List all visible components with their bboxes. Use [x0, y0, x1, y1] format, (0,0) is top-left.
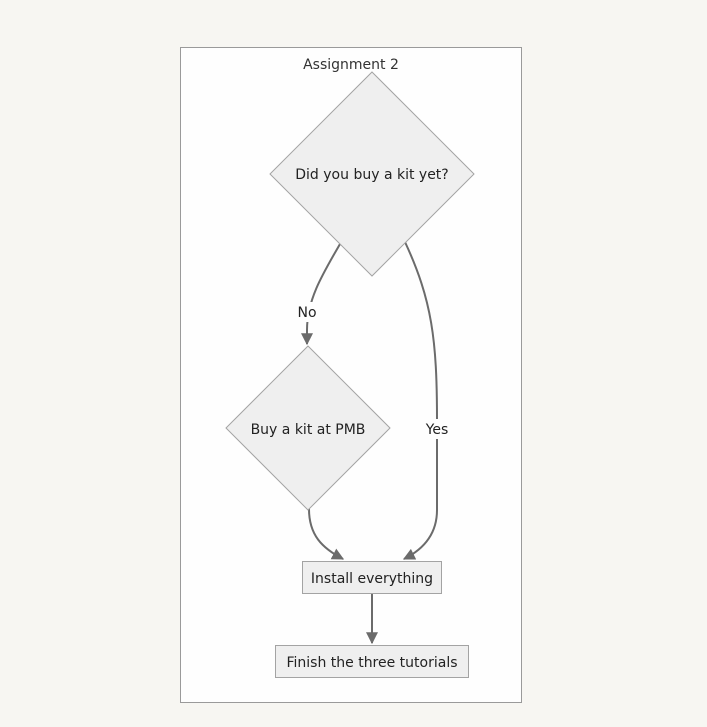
decision-diamond — [225, 345, 391, 511]
process-box — [302, 561, 442, 594]
node-kit-question: Did you buy a kit yet? — [269, 71, 475, 277]
edge-kit-question-to-install — [402, 241, 438, 560]
edge-kit-question-to-buy-kit — [301, 243, 341, 346]
node-buy-kit-label: Buy a kit at PMB — [251, 422, 366, 438]
edge-buy-kit-to-install — [308, 508, 345, 560]
edge-label-no-text: No — [297, 305, 316, 321]
process-box — [275, 645, 469, 678]
edge-label-yes: Yes — [422, 419, 452, 439]
node-install: Install everything — [302, 561, 442, 594]
node-tutorials-label: Finish the three tutorials — [286, 655, 457, 671]
node-buy-kit: Buy a kit at PMB — [225, 345, 391, 511]
edge-label-yes-text: Yes — [425, 422, 449, 438]
node-tutorials: Finish the three tutorials — [275, 645, 469, 678]
decision-diamond — [269, 71, 475, 277]
subgraph-title: Assignment 2 — [303, 57, 399, 73]
edge-label-no: No — [295, 302, 319, 322]
edges — [301, 241, 438, 645]
node-install-label: Install everything — [311, 571, 433, 587]
node-kit-question-label: Did you buy a kit yet? — [295, 167, 448, 183]
